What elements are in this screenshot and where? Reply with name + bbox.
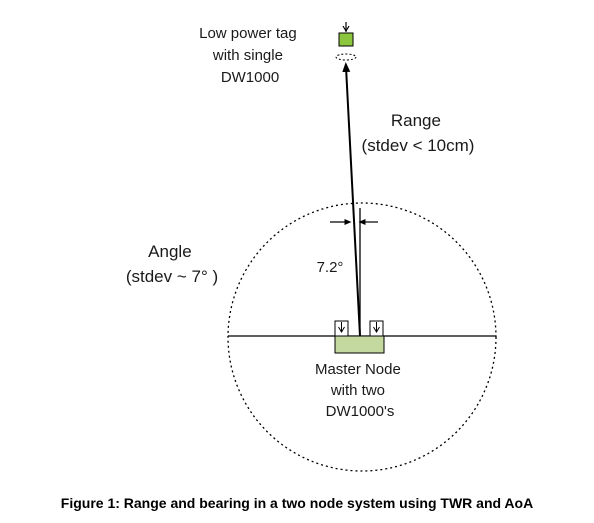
range-title: Range: [391, 111, 441, 130]
angle-label: Angle (stdev ~ 7° ): [126, 242, 218, 286]
master-label-line-2: with two: [330, 382, 385, 399]
angle-value: 7.2°: [317, 259, 344, 276]
tag-signal-ring: [335, 53, 357, 61]
master-label-line-1: Master Node: [315, 361, 401, 378]
range-arrow: [342, 62, 361, 337]
angle-title: Angle: [148, 242, 191, 261]
master-label: Master Node with two DW1000's: [315, 361, 405, 420]
coverage-circle: [227, 202, 497, 472]
antenna-left-tip-icon: [338, 326, 345, 333]
range-label: Range (stdev < 10cm): [362, 111, 475, 155]
tag-label: Low power tag with single DW1000: [199, 25, 301, 86]
range-stdev: (stdev < 10cm): [362, 136, 475, 155]
tag-antenna-tip-icon: [342, 25, 350, 33]
tag-node: [335, 22, 357, 61]
tag-label-line-1: Low power tag: [199, 25, 297, 42]
tag-label-line-3: DW1000: [221, 69, 279, 86]
angle-stdev: (stdev ~ 7° ): [126, 267, 218, 286]
antenna-right-tip-icon: [373, 326, 380, 333]
figure-caption: Figure 1: Range and bearing in a two nod…: [61, 495, 533, 511]
tag-label-line-2: with single: [212, 47, 283, 64]
master-node: [334, 320, 385, 354]
master-node-box: [334, 335, 385, 354]
tag-box: [338, 32, 354, 47]
master-label-line-3: DW1000's: [326, 403, 395, 420]
